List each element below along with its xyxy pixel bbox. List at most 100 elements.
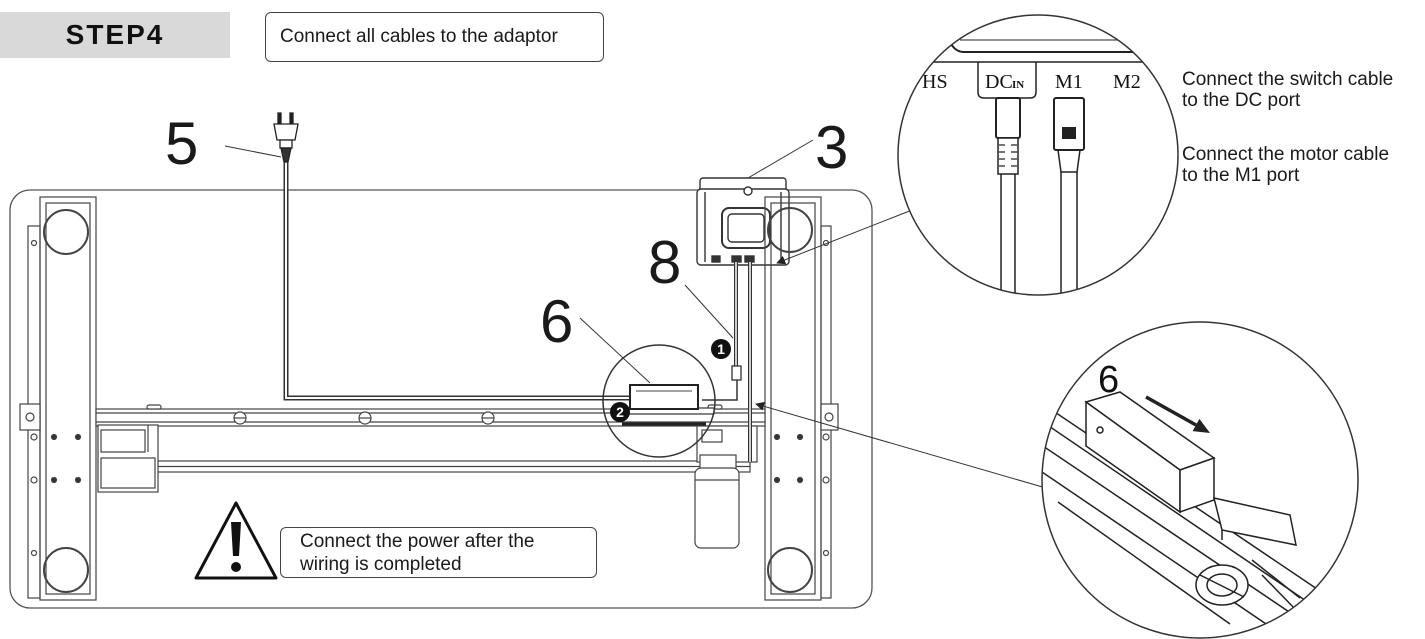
left-leg-bolt <box>50 476 58 484</box>
right-leg-side-bolt <box>822 476 830 484</box>
right-foot-top <box>767 207 813 253</box>
switch-cable-note-line: to the DC port <box>1182 90 1301 111</box>
control-box <box>696 177 790 266</box>
instruction-text: Connect all cables to the adaptor <box>280 26 558 47</box>
power-cable <box>283 160 632 401</box>
callout-cable: 8 <box>648 229 681 296</box>
rail-edge <box>1042 443 1311 627</box>
port-detail-ring <box>897 14 1179 296</box>
left-leg-side-bolt <box>30 433 38 441</box>
cable-clip <box>629 384 699 410</box>
port-label-dc-suffix: IN <box>1012 79 1024 91</box>
port-label-dc: DC <box>985 71 1013 93</box>
motor-cable-note-line: Connect the motor cable <box>1182 144 1390 165</box>
warning-exclamation-dot <box>231 562 241 572</box>
left-foot-bottom <box>43 547 89 593</box>
marker-second-number: 2 <box>616 404 624 420</box>
port-label-hs: HS <box>922 71 948 93</box>
plug-strain-relief <box>280 147 292 163</box>
m1-plug-latch <box>1062 127 1076 139</box>
control-box-panel-inner <box>727 213 765 243</box>
right-leg-bolt <box>773 433 781 441</box>
leader-cable-clip <box>579 317 651 384</box>
leader-power-plug <box>224 145 282 158</box>
marker-second: 2 <box>610 402 630 422</box>
clip-bracket <box>1212 497 1297 546</box>
warning-triangle-icon <box>194 501 278 580</box>
callout-cable-clip: 6 <box>540 288 573 355</box>
port-detail-content: HS DC IN M1 M2 <box>898 15 1178 295</box>
motor-cable-note: Connect the motor cable to the M1 port <box>1182 144 1389 186</box>
left-foot-top <box>43 209 89 255</box>
control-box-port-m1 <box>744 255 755 263</box>
clip-detail-content: 6 <box>1042 359 1358 629</box>
left-drive-plate <box>100 457 156 489</box>
control-box-port-dc <box>731 255 742 263</box>
leader-cable <box>684 284 734 339</box>
clip-detail-ring <box>1041 321 1359 639</box>
crossbeam-bump <box>146 404 162 410</box>
left-leg-side-bolt <box>30 549 38 557</box>
m1-plug-taper <box>1057 149 1081 173</box>
right-leg-side-bolt <box>822 549 830 557</box>
rail-fitting-rib <box>1199 574 1245 598</box>
dc-plug-grip <box>997 137 1019 175</box>
plug-body <box>273 123 299 141</box>
dc-plug <box>995 97 1021 139</box>
switch-cable-note-line: Connect the switch cable <box>1182 69 1394 90</box>
switch-cable <box>702 262 742 401</box>
step-label: STEP4 <box>65 19 165 50</box>
motor-neck <box>699 454 737 470</box>
power-warning-line: wiring is completed <box>300 554 462 575</box>
power-cable-outer <box>283 160 632 401</box>
switch-cable-note: Connect the switch cable to the DC port <box>1182 69 1393 111</box>
callout-control-box: 3 <box>815 114 848 181</box>
crossbeam <box>19 403 839 473</box>
rail-fitting-rib <box>1251 559 1301 599</box>
left-drive-block <box>97 424 159 493</box>
left-drive-plate <box>100 429 146 453</box>
port-zoom-pointer <box>776 209 913 265</box>
right-leg-bolt <box>796 476 804 484</box>
rail-fitting-inner <box>1206 573 1238 597</box>
power-warning-box: Connect the power after the wiring is co… <box>280 527 597 578</box>
right-leg-column-inner <box>770 202 816 595</box>
crossbeam-end-bolt <box>824 412 834 422</box>
warning-exclamation-bar <box>231 522 241 556</box>
right-leg-bolt <box>773 476 781 484</box>
left-leg <box>27 196 97 601</box>
slide-direction-arrowhead <box>1192 418 1210 433</box>
power-plug-icon <box>273 112 299 163</box>
port-detail-background <box>898 15 1178 295</box>
clip-detail-zoom: 6 <box>1041 321 1359 639</box>
control-box-port-hs <box>711 255 721 263</box>
left-leg-column-inner <box>45 202 91 595</box>
switch-cable-run <box>702 380 738 401</box>
clip-box-screw <box>1096 426 1104 434</box>
power-warning-line: Connect the power after the <box>300 531 535 552</box>
left-leg-bolt <box>74 433 82 441</box>
switch-cable-connector <box>731 365 742 381</box>
motor-assembly <box>694 425 758 549</box>
callout-power-plug: 5 <box>165 110 198 177</box>
crossbeam-end-bolt <box>25 412 35 422</box>
marker-first-disc <box>711 339 731 359</box>
port-detail-zoom: HS DC IN M1 M2 <box>897 14 1179 296</box>
instruction-box: Connect all cables to the adaptor <box>265 12 604 62</box>
port-label-m2: M2 <box>1113 71 1141 93</box>
left-leg-side-bolt <box>30 239 38 247</box>
cable-clip-zoom-ring <box>602 344 716 458</box>
motor-cable-note-line: to the M1 port <box>1182 165 1300 186</box>
desktop-outline <box>9 189 873 609</box>
step-badge: STEP4 <box>0 12 230 58</box>
control-box-knob <box>743 186 753 196</box>
port-label-m1: M1 <box>1055 71 1083 93</box>
leader-control-box <box>747 139 814 179</box>
plug-collar <box>279 139 293 149</box>
slide-direction-arrow <box>1145 395 1197 427</box>
right-foot-bottom <box>767 547 813 593</box>
plug-pin-left <box>277 112 282 125</box>
power-cable-inner <box>285 160 632 399</box>
